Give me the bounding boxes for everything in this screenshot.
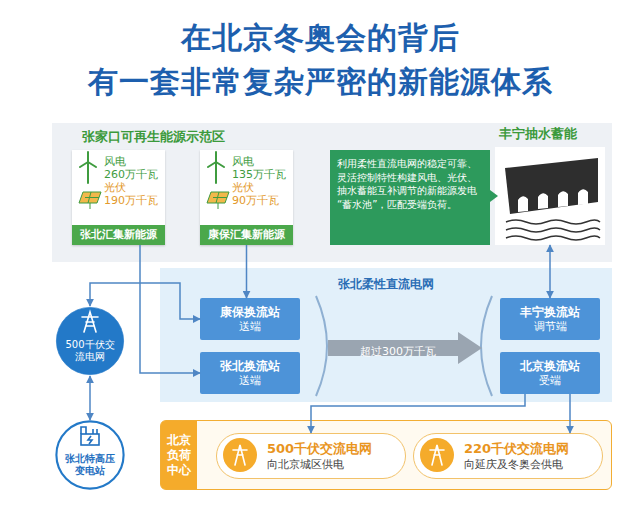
node-text: 向北京城区供电	[267, 457, 399, 472]
node-text: 260万千瓦	[104, 168, 165, 181]
node-text: 190万千瓦	[104, 194, 165, 207]
substation-icon	[81, 427, 99, 445]
node-text: 张北汇集新能源	[72, 225, 165, 245]
node-text: 张北柔性直流电网	[338, 276, 434, 292]
flow-label: 超过300万千瓦	[360, 345, 436, 358]
connector	[90, 283, 200, 319]
node-text: 张北特高压变电站	[64, 453, 116, 477]
title: 在北京冬奥会的背后 有一套非常复杂严密的新能源体系	[70, 16, 570, 104]
bracket-arc	[316, 296, 492, 396]
node-text: 丰宁抽水蓄能	[499, 125, 605, 143]
converter-station: 北京换流站受端	[500, 352, 600, 394]
connector	[569, 394, 571, 433]
node-text: 张北换流站	[220, 358, 280, 374]
node-text: 调节端	[534, 320, 567, 334]
supply-icon	[223, 438, 454, 472]
node-text: 光伏	[104, 181, 165, 194]
converter-station: 张北换流站送端	[200, 352, 300, 394]
node-text: 北京负荷中心	[161, 421, 197, 489]
node-text: 风电	[232, 155, 293, 168]
node-text: 220千伏交流电网	[464, 440, 596, 457]
node-text: 受端	[539, 374, 561, 388]
note-box: 利用柔性直流电网的稳定可靠、灵活控制特性构建风电、光伏、抽水蓄能互补调节的新能源…	[330, 150, 490, 245]
wind-turbine-icon	[80, 152, 224, 183]
connector	[89, 376, 91, 420]
node-text: 向延庆及冬奥会供电	[464, 457, 596, 472]
node-text: 北京换流站	[520, 358, 580, 374]
converter-station: 丰宁换流站调节端	[500, 298, 600, 340]
solar-panel-icon	[79, 192, 229, 209]
node-text: 送端	[239, 320, 261, 334]
converter-station: 康保换流站送端	[200, 298, 300, 340]
connector	[246, 245, 248, 298]
node-text: 90万千瓦	[232, 194, 293, 207]
node-text: 康保汇集新能源	[200, 225, 293, 245]
node-text: 丰宁换流站	[520, 304, 580, 320]
region-panel: 张北柔性直流电网康保换流站送端张北换流站送端丰宁换流站调节端北京换流站受端	[160, 268, 612, 402]
node-text: 送端	[239, 374, 261, 388]
connector	[311, 394, 525, 433]
substation-circle: 张北特高压变电站	[55, 420, 125, 490]
connector	[549, 245, 551, 298]
dam-illustration	[505, 158, 600, 240]
pylon-icon	[82, 312, 98, 332]
node-text: 康保换流站	[220, 304, 280, 320]
node-text: 500千伏交流电网	[64, 339, 116, 363]
connector	[140, 245, 200, 373]
transfer-arrow	[328, 332, 482, 364]
node-text: 光伏	[232, 181, 293, 194]
node-text: 利用柔性直流电网的稳定可靠、灵活控制特性构建风电、光伏、抽水蓄能互补调节的新能源…	[337, 157, 483, 211]
node-text: 500千伏交流电网	[267, 440, 399, 457]
node-text: 风电	[104, 155, 165, 168]
callout-pointer	[490, 190, 498, 202]
node-text: 135万千瓦	[232, 168, 293, 181]
